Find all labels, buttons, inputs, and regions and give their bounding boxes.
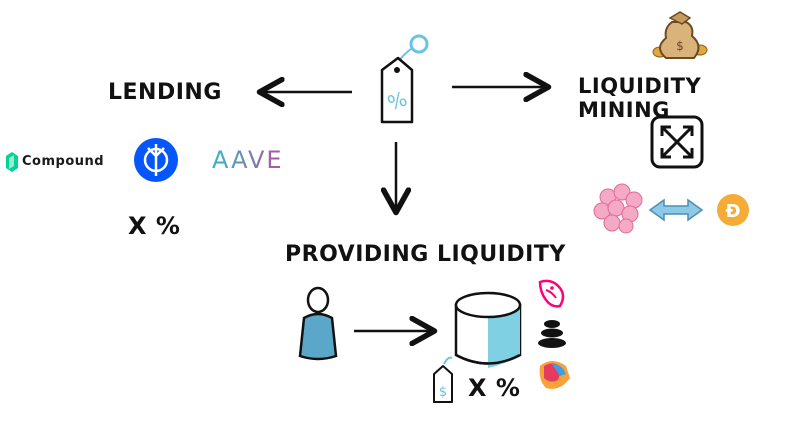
svg-text:$: $ bbox=[439, 385, 447, 400]
pink-cluster-icon bbox=[593, 183, 643, 234]
percent-tag-icon: % bbox=[380, 34, 429, 124]
lp-rate-label: X % bbox=[468, 374, 521, 402]
svg-text:$: $ bbox=[676, 39, 684, 53]
money-bag-icon: $ bbox=[652, 11, 708, 59]
expand-arrows-icon bbox=[650, 115, 704, 169]
balancer-logo-icon bbox=[538, 320, 566, 348]
uniswap-logo-icon bbox=[538, 279, 565, 308]
compound-label: Compound bbox=[22, 154, 105, 169]
aave-label: AAVE bbox=[212, 146, 284, 174]
person-icon bbox=[298, 286, 338, 361]
double-arrow-icon bbox=[648, 198, 704, 222]
yearn-logo-icon bbox=[134, 138, 178, 182]
liquidity-pool-icon bbox=[454, 291, 522, 368]
lending-heading: LENDING bbox=[108, 80, 222, 105]
curve-logo-icon bbox=[539, 361, 570, 389]
lending-rate-label: X % bbox=[128, 212, 181, 240]
dollar-tag-icon: $ bbox=[433, 356, 453, 403]
providing-liquidity-heading: PROVIDING LIQUIDITY bbox=[285, 242, 566, 267]
dai-coin-icon: Đ bbox=[717, 194, 749, 226]
svg-text:Đ: Đ bbox=[725, 201, 740, 222]
compound-logo-icon bbox=[6, 152, 18, 172]
